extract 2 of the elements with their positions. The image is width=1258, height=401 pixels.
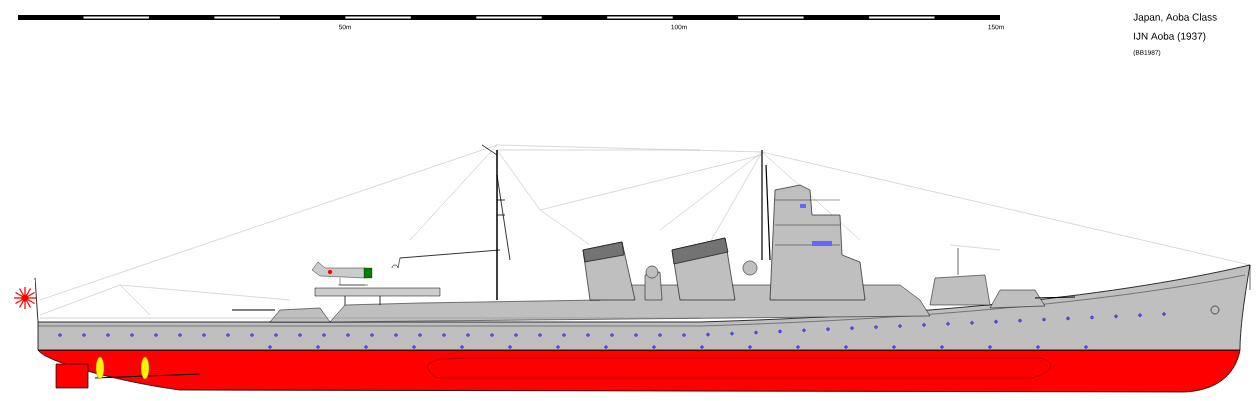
title-text: IJN Aoba (1937)	[1134, 32, 1206, 42]
title-text: Japan, Aoba Class	[1133, 13, 1217, 23]
